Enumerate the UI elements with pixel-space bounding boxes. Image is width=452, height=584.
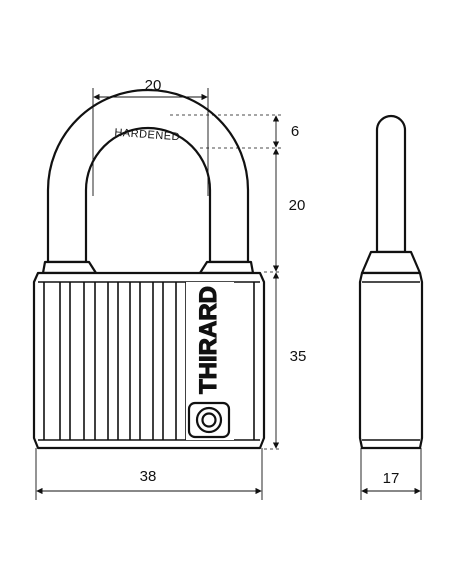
shackle-stamp-text: HARDENED: [114, 127, 180, 144]
brand-logo-text: THIRARD: [195, 286, 222, 394]
dimension-labels: 20 6 20 35 38 17: [140, 77, 400, 487]
side-body: [358, 271, 424, 450]
dim-body-height: 35: [290, 348, 307, 365]
padlock-front-view: HARDENED THIRARD: [32, 88, 266, 450]
side-collar: [360, 250, 422, 275]
shackle-collar-left: [41, 260, 98, 275]
dim-side-thickness: 17: [383, 470, 400, 487]
dim-shackle-clearance: 20: [289, 197, 306, 214]
dim-body-width: 38: [140, 468, 157, 485]
dim-shackle-thickness: 6: [291, 123, 299, 140]
shackle-collar-right: [198, 260, 255, 275]
shackle: [46, 88, 250, 264]
dimension-lines: [35, 88, 422, 500]
padlock-side-view: [358, 114, 424, 450]
side-shackle: [375, 114, 407, 254]
keyhole-plate: [187, 401, 231, 439]
dim-shackle-inner-width: 20: [145, 77, 162, 94]
